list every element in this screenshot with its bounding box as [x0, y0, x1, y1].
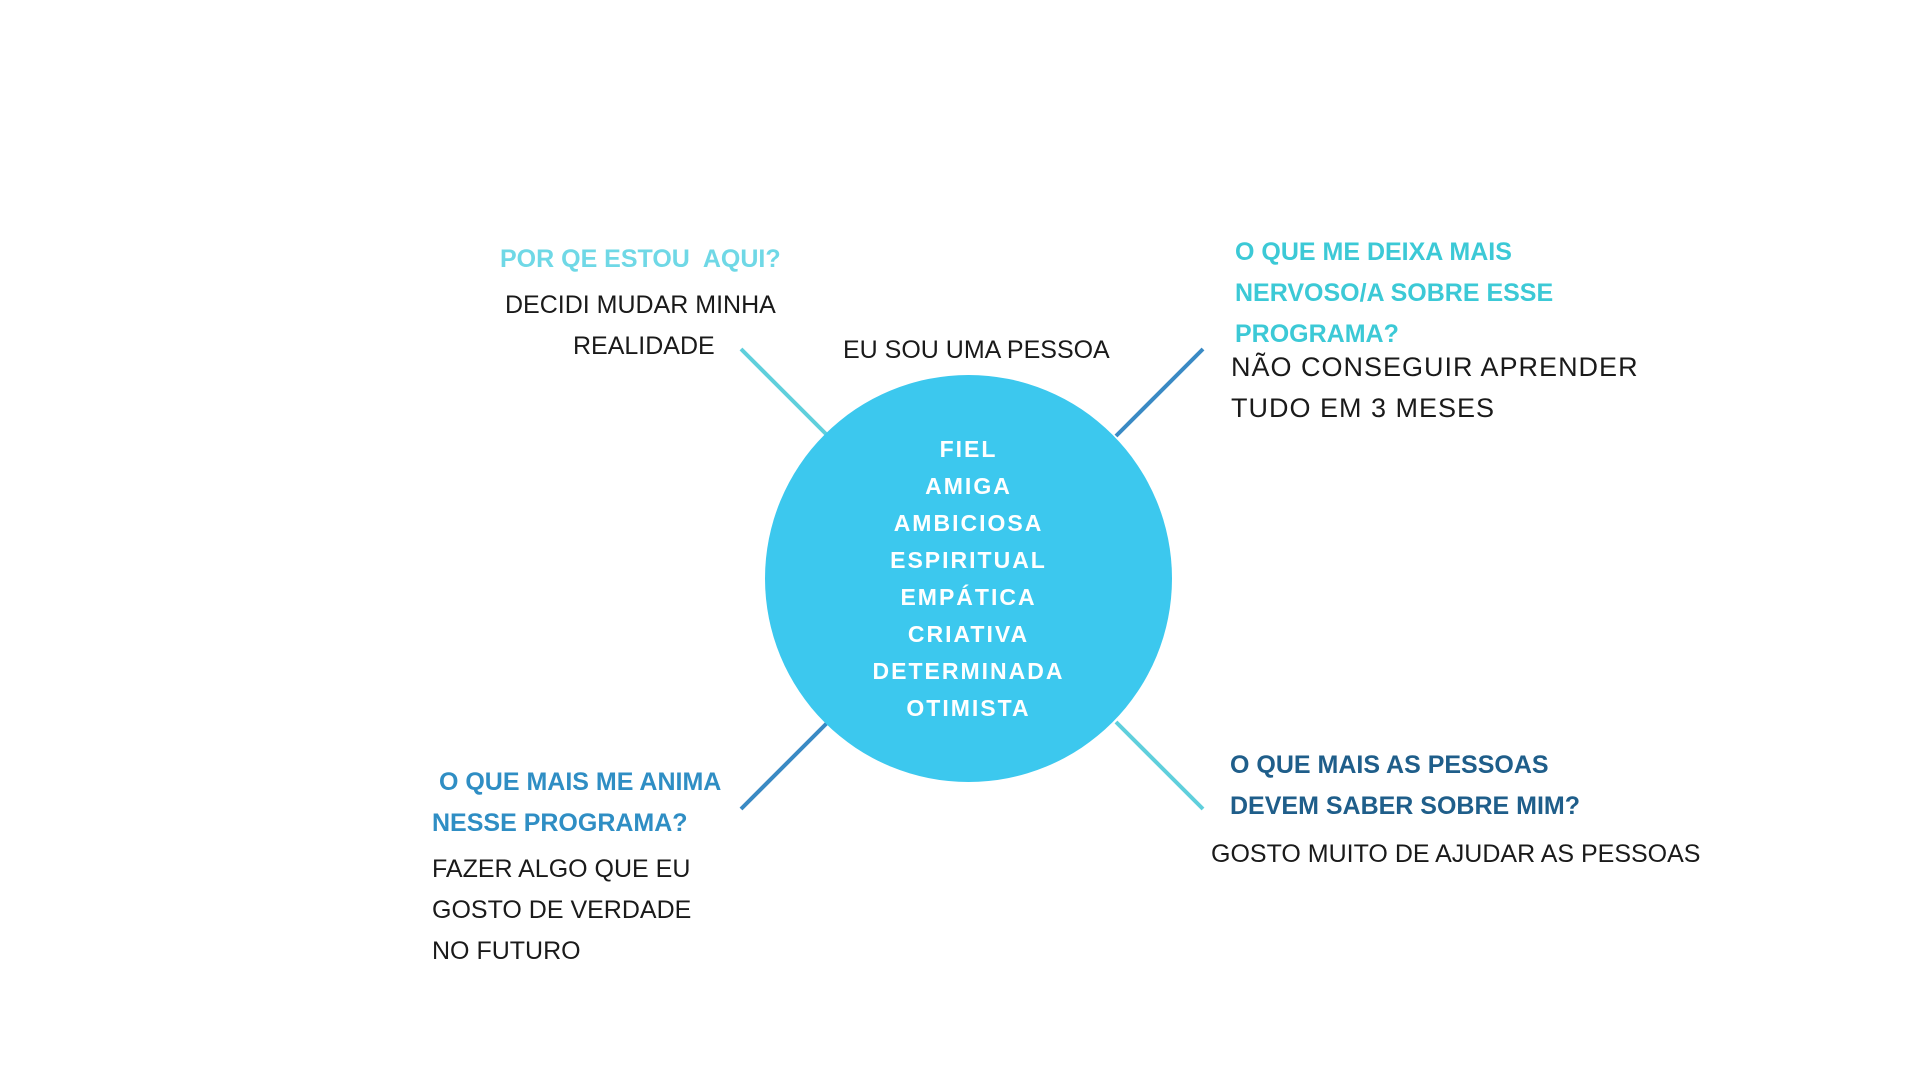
- bottom-left-question-line-2: NESSE PROGRAMA?: [432, 809, 688, 837]
- top-left-answer-line-1: DECIDI MUDAR MINHA: [505, 291, 776, 319]
- bottom-left-answer-line-2: GOSTO DE VERDADE: [432, 896, 692, 924]
- top-right-answer-line-2: TUDO EM 3 MESES: [1231, 393, 1496, 423]
- connector-top-right: [1114, 347, 1205, 438]
- top-right-answer-line-1: NÃO CONSEGUIR APRENDER: [1231, 352, 1639, 382]
- bottom-left-question-line-1: O QUE MAIS ME ANIMA: [432, 768, 722, 796]
- trait-3: AMBICIOSA: [893, 509, 1044, 536]
- top-right-question-line-3: PROGRAMA?: [1235, 320, 1399, 348]
- trait-2: AMIGA: [925, 472, 1012, 499]
- connector-bottom-left: [739, 720, 830, 811]
- trait-4: ESPIRITUAL: [890, 546, 1047, 573]
- trait-1: FIEL: [939, 435, 998, 462]
- trait-7: DETERMINADA: [872, 657, 1065, 684]
- bottom-right-answer: GOSTO MUITO DE AJUDAR AS PESSOAS: [1211, 840, 1701, 868]
- center-heading: EU SOU UMA PESSOA: [843, 336, 1110, 364]
- top-right-question-line-2: NERVOSO/A SOBRE ESSE: [1235, 279, 1554, 307]
- center-circle: FIEL AMIGA AMBICIOSA ESPIRITUAL EMPÁTICA…: [765, 375, 1172, 782]
- trait-8: OTIMISTA: [906, 694, 1031, 721]
- connector-top-left: [739, 347, 830, 438]
- top-left-question: POR QE ESTOU AQUI?: [500, 245, 781, 273]
- connector-bottom-right: [1114, 720, 1205, 811]
- bottom-right-question-line-2: DEVEM SABER SOBRE MIM?: [1230, 792, 1581, 820]
- top-left-answer-line-2: REALIDADE: [573, 332, 715, 360]
- bottom-left-answer-line-1: FAZER ALGO QUE EU: [432, 855, 691, 883]
- trait-6: CRIATIVA: [907, 620, 1030, 647]
- top-right-question-line-1: O QUE ME DEIXA MAIS: [1235, 238, 1512, 266]
- trait-5: EMPÁTICA: [900, 583, 1037, 610]
- bottom-left-answer-line-3: NO FUTURO: [432, 937, 581, 965]
- bottom-right-question-line-1: O QUE MAIS AS PESSOAS: [1230, 751, 1549, 779]
